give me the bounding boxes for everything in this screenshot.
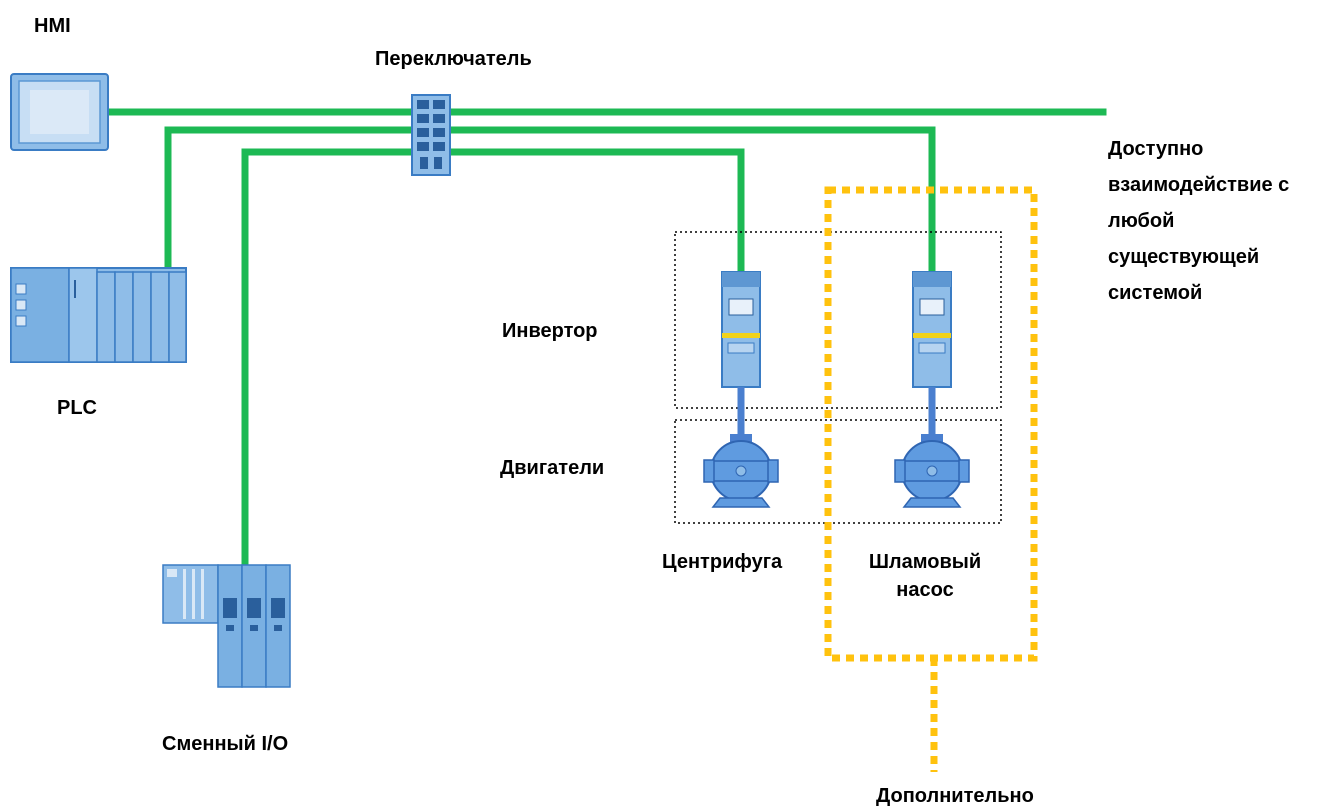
plc-rack-icon [10,267,187,363]
plc-network-line [164,126,416,272]
switch-to-pump-inverter-line [446,126,936,276]
access-label-line5: системой [1108,282,1203,304]
pump-label-line1: Шламовый [868,551,982,573]
electric-motor-icon [894,434,970,508]
motors-label: Двигатели [500,457,605,479]
access-label: Доступно взаимодействие с любой существу… [1108,131,1289,311]
inverter-group-frame [674,231,1002,409]
optional-frame [824,186,1038,772]
access-label-line2: взаимодействие с [1108,174,1290,196]
plc-label: PLC [57,397,97,419]
distributed-io-icon [162,564,291,688]
network-switch-icon [411,94,451,176]
switch-to-centrifuge-inverter-line [446,148,745,276]
io-network-line [241,148,416,566]
access-label-line1: Доступно [1108,138,1204,160]
network-lines [104,108,1107,566]
pump-label-line2: насос [896,579,954,601]
switch-label: Переключатель [375,48,532,70]
hmi-panel-icon [10,73,109,151]
electric-motor-icon [703,434,779,508]
access-label-line4: существующей [1108,246,1260,268]
motor-group-frame [674,419,1002,524]
inverter-label: Инвертор [502,320,598,342]
frequency-inverter-icon [721,271,761,388]
access-label-line3: любой [1108,210,1175,232]
optional-label: Дополнительно [876,785,1034,807]
pump-label: Шламовый насос [853,548,997,604]
hmi-label: HMI [34,15,71,37]
frequency-inverter-icon [912,271,952,388]
centrifuge-label: Центрифуга [662,551,783,573]
io-label: Сменный I/O [162,733,289,755]
